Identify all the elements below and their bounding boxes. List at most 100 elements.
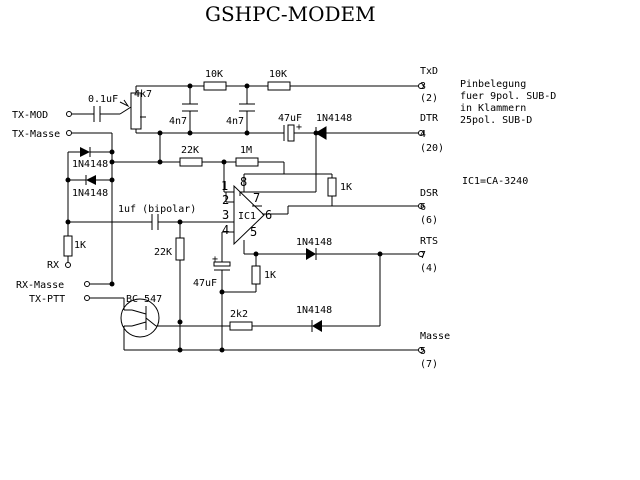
- note-line-4: 25pol. SUB-D: [460, 115, 532, 126]
- terminal-dsr[interactable]: DSR 6 (6): [418, 188, 440, 226]
- junction-dot: [65, 219, 71, 225]
- terminal-dtr[interactable]: DTR 4 (20): [418, 113, 445, 154]
- junction-dot: [187, 83, 193, 89]
- capacitor-47uf-top: 47uF +: [278, 113, 302, 142]
- resistor-22k-bias: 22K: [154, 237, 185, 261]
- svg-text:Masse: Masse: [420, 331, 450, 342]
- junction-dot: [109, 281, 115, 287]
- junction-dot: [244, 130, 250, 136]
- svg-text:DTR: DTR: [420, 113, 439, 124]
- diode-dtr: 1N4148: [315, 113, 352, 140]
- svg-text:1N4148: 1N4148: [296, 237, 332, 248]
- svg-text:10K: 10K: [269, 69, 287, 80]
- svg-text:1: 1: [221, 179, 228, 193]
- capacitor-bipolar: 1uf (bipolar): [118, 204, 196, 230]
- terminal-rx-masse[interactable]: RX-Masse: [16, 280, 90, 291]
- junction-dot: [187, 130, 193, 136]
- svg-text:22K: 22K: [181, 145, 199, 156]
- resistor-1k-rx: 1K: [63, 235, 86, 257]
- svg-text:1M: 1M: [240, 145, 252, 156]
- capacitor-c-in: 0.1uF: [88, 94, 118, 122]
- svg-text:5: 5: [420, 346, 426, 357]
- resistor-2k2: 2k2: [229, 309, 253, 331]
- junction-dot: [244, 83, 250, 89]
- junction-dot: [109, 177, 115, 183]
- potentiometer-4k7: 4k7: [119, 89, 152, 130]
- svg-text:7: 7: [420, 250, 426, 261]
- svg-text:RX-Masse: RX-Masse: [16, 280, 64, 291]
- opamp-ic1: IC1 1 2 3 4 5 6 7 8: [221, 174, 272, 246]
- svg-text:5: 5: [250, 225, 257, 239]
- note-line-2: fuer 9pol. SUB-D: [460, 91, 556, 102]
- capacitor-4n7-b: 4n7: [226, 103, 255, 127]
- svg-text:(6): (6): [420, 215, 438, 226]
- terminal-rx[interactable]: RX: [47, 260, 71, 271]
- svg-text:(4): (4): [420, 263, 438, 274]
- svg-text:1uf (bipolar): 1uf (bipolar): [118, 204, 196, 215]
- svg-text:4: 4: [420, 129, 426, 140]
- note-line-3: in Klammern: [460, 103, 526, 114]
- diode-ptt: 1N4148: [296, 305, 332, 332]
- resistor-22k-top: 22K: [179, 145, 203, 167]
- svg-text:1K: 1K: [340, 182, 352, 193]
- svg-text:1K: 1K: [264, 270, 276, 281]
- resistor-10k-b: 10K: [267, 69, 291, 91]
- svg-text:22K: 22K: [154, 247, 172, 258]
- junction-dot: [219, 347, 225, 353]
- terminal-tx-masse[interactable]: TX-Masse: [12, 129, 72, 140]
- note-line-1: Pinbelegung: [460, 79, 526, 90]
- svg-text:(20): (20): [420, 143, 444, 154]
- junction-dot: [219, 289, 225, 295]
- svg-text:TX-MOD: TX-MOD: [12, 110, 48, 121]
- svg-text:6: 6: [265, 208, 272, 222]
- svg-text:7: 7: [253, 191, 260, 205]
- svg-text:10K: 10K: [205, 69, 223, 80]
- junction-dot: [253, 251, 259, 257]
- svg-text:8: 8: [240, 175, 247, 189]
- terminal-tx-mod[interactable]: TX-MOD: [12, 110, 72, 121]
- junction-dot: [377, 251, 383, 257]
- resistor-1k-low: 1K: [251, 265, 276, 285]
- capacitor-47uf-low: + 47uF: [193, 254, 231, 289]
- svg-text:4k7: 4k7: [134, 89, 152, 100]
- svg-text:+: +: [296, 122, 302, 133]
- schematic-title: GSHPC-MODEM: [205, 2, 376, 26]
- junction-dot: [157, 159, 163, 165]
- junction-dot: [177, 347, 183, 353]
- svg-text:1N4148: 1N4148: [72, 188, 108, 199]
- junction-dot: [177, 219, 183, 225]
- svg-text:1K: 1K: [74, 240, 86, 251]
- resistor-1m: 1M: [235, 145, 259, 167]
- junction-dot: [109, 149, 115, 155]
- resistor-1k-right: 1K: [327, 177, 352, 197]
- junctions: [65, 83, 383, 353]
- svg-text:IC1: IC1: [238, 211, 256, 222]
- svg-text:(7): (7): [420, 359, 438, 370]
- terminal-txd[interactable]: TxD 3 (2): [418, 66, 439, 104]
- svg-text:+: +: [212, 254, 218, 265]
- svg-text:0.1uF: 0.1uF: [88, 94, 118, 105]
- svg-text:47uF: 47uF: [193, 278, 217, 289]
- terminal-rts[interactable]: RTS 7 (4): [418, 236, 439, 274]
- diode-clamp-b: 1N4148: [72, 175, 108, 199]
- junction-dot: [157, 130, 163, 136]
- junction-dot: [221, 159, 227, 165]
- svg-text:47uF: 47uF: [278, 113, 302, 124]
- pinout-note: Pinbelegung fuer 9pol. SUB-D in Klammern…: [460, 79, 556, 126]
- capacitor-4n7-a: 4n7: [169, 103, 198, 127]
- svg-text:3: 3: [222, 208, 229, 222]
- svg-text:4: 4: [222, 223, 229, 237]
- svg-text:DSR: DSR: [420, 188, 439, 199]
- terminal-masse[interactable]: Masse 5 (7): [418, 331, 451, 370]
- svg-text:RTS: RTS: [420, 236, 438, 247]
- terminal-tx-ptt[interactable]: TX-PTT: [29, 294, 90, 305]
- svg-text:RX: RX: [47, 260, 59, 271]
- resistor-10k-a: 10K: [203, 69, 227, 91]
- svg-text:(2): (2): [420, 93, 438, 104]
- svg-text:TxD: TxD: [420, 66, 438, 77]
- junction-dot: [177, 319, 183, 325]
- svg-text:BC 547: BC 547: [126, 294, 162, 305]
- svg-text:TX-Masse: TX-Masse: [12, 129, 60, 140]
- transistor-bc547: BC 547: [120, 294, 162, 338]
